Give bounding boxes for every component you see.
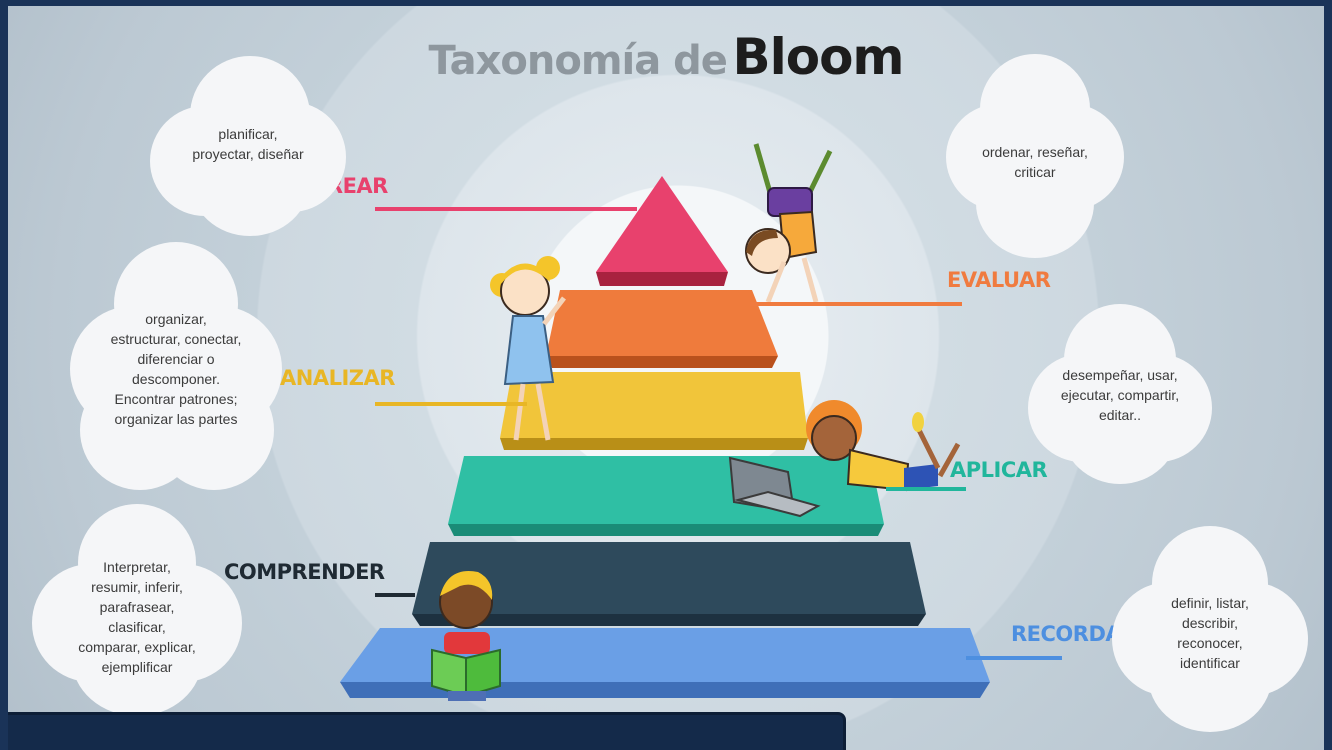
label-comprender: COMPRENDER	[224, 560, 385, 584]
verb-line: identificar	[1180, 655, 1240, 671]
child-laptop-icon	[728, 400, 961, 518]
verbs-analizar: organizar, estructurar, conectar, difere…	[70, 242, 282, 496]
verb-line: organizar,	[145, 311, 207, 327]
infographic-frame: Taxonomía de Bloom	[8, 6, 1324, 750]
verbs-aplicar: desempeñar, usar, ejecutar, compartir, e…	[1028, 304, 1212, 486]
verb-line: criticar	[1014, 164, 1056, 180]
pyramid-level-analizar-side	[500, 438, 808, 450]
pyramid-level-recordar	[340, 628, 990, 682]
label-aplicar: APLICAR	[950, 458, 1048, 482]
verb-line: descomponer.	[132, 371, 220, 387]
title-part2: Bloom	[732, 28, 904, 86]
child-handstand-icon	[745, 143, 833, 303]
leader-line-crear	[375, 207, 637, 211]
verb-line: desempeñar, usar,	[1062, 367, 1178, 383]
pyramid-level-crear	[596, 176, 728, 272]
pyramid-level-aplicar-side	[448, 524, 884, 536]
cloud-recordar: definir, listar, describir, reconocer, i…	[1112, 526, 1308, 734]
verb-line: resumir, inferir,	[91, 579, 183, 595]
verb-line: describir,	[1181, 615, 1238, 631]
pyramid-level-evaluar-side	[546, 356, 778, 368]
label-analizar: ANALIZAR	[280, 366, 395, 390]
verb-line: Interpretar,	[103, 559, 171, 575]
verb-line: planificar,	[218, 126, 278, 142]
bottom-overlay-panel	[8, 712, 846, 750]
cloud-analizar: organizar, estructurar, conectar, difere…	[70, 242, 282, 496]
verb-line: parafrasear,	[99, 599, 175, 615]
pyramid-level-aplicar	[448, 456, 884, 524]
verb-line: ordenar, reseñar,	[982, 144, 1088, 160]
leader-line-aplicar	[886, 487, 966, 491]
verb-line: estructurar, conectar,	[110, 331, 242, 347]
verb-line: definir, listar,	[1171, 595, 1249, 611]
verb-line: Encontrar patrones;	[114, 391, 238, 407]
pyramid-level-comprender	[412, 542, 926, 614]
cloud-aplicar: desempeñar, usar, ejecutar, compartir, e…	[1028, 304, 1212, 486]
leader-line-comprender	[375, 593, 415, 597]
pyramid-level-crear-side	[596, 272, 728, 286]
verb-line: editar..	[1098, 407, 1142, 423]
title-part1: Taxonomía de	[428, 38, 727, 84]
pyramid-level-comprender-side	[412, 614, 926, 626]
label-evaluar: EVALUAR	[947, 268, 1051, 292]
verb-line: proyectar, diseñar	[192, 146, 304, 162]
verb-line: ejemplificar	[101, 659, 173, 675]
verb-line: clasificar,	[108, 619, 166, 635]
verbs-evaluar: ordenar, reseñar, criticar	[946, 48, 1124, 260]
leader-line-recordar	[966, 656, 1062, 660]
verbs-recordar: definir, listar, describir, reconocer, i…	[1112, 526, 1308, 734]
verb-line: organizar las partes	[114, 411, 238, 427]
pyramid-level-analizar	[500, 372, 808, 438]
leader-line-evaluar	[750, 302, 962, 306]
pyramid-level-recordar-side	[340, 682, 990, 698]
verb-line: ejecutar, compartir,	[1060, 387, 1180, 403]
child-climbing-icon	[490, 256, 566, 441]
verb-line: diferenciar o	[137, 351, 215, 367]
child-reading-icon	[431, 571, 501, 701]
page-title: Taxonomía de Bloom	[8, 28, 1324, 86]
cloud-crear: planificar, proyectar, diseñar	[150, 46, 346, 242]
verb-line: reconocer,	[1177, 635, 1243, 651]
leader-line-analizar	[375, 402, 527, 406]
cloud-comprender: Interpretar, resumir, inferir, parafrase…	[32, 504, 242, 716]
verbs-crear: planificar, proyectar, diseñar	[150, 46, 346, 242]
pyramid-graphic	[340, 143, 990, 701]
verbs-comprender: Interpretar, resumir, inferir, parafrase…	[32, 504, 242, 716]
verb-line: comparar, explicar,	[78, 639, 196, 655]
pyramid-level-evaluar	[546, 290, 778, 356]
cloud-evaluar: ordenar, reseñar, criticar	[946, 48, 1124, 260]
